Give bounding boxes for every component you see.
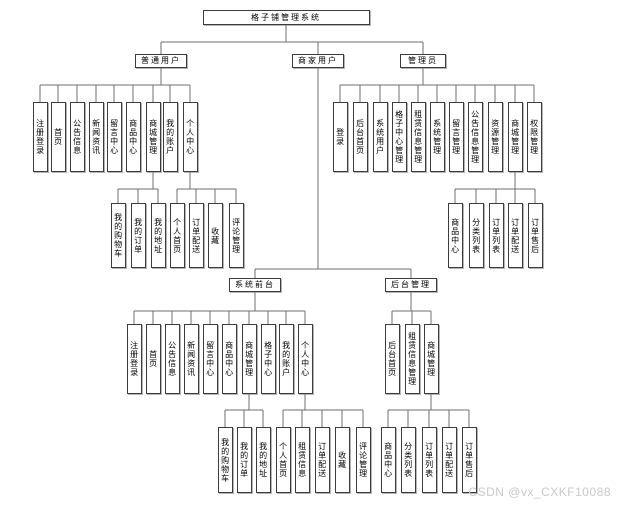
diagram-node-fe-message-center: 留言中心 <box>202 324 218 394</box>
diagram-node-fe-my-account: 我的账户 <box>278 324 294 394</box>
diagram-node-nu-my-cart: 我的购物车 <box>110 203 126 268</box>
diagram-node-fe-product-center: 商品中心 <box>221 324 237 394</box>
diagram-node-be-mall-mgmt: 商城管理 <box>423 324 439 394</box>
diagram-node-be-order-aftersales: 订单售后 <box>461 427 477 493</box>
diagram-node-fe-my-orders: 我的订单 <box>236 427 252 493</box>
diagram-node-fe-register-login: 注册登录 <box>126 324 142 394</box>
diagram-node-fe-rental-info: 租赁信息 <box>294 427 310 493</box>
diagram-node-be-product-center: 商品中心 <box>380 427 396 493</box>
diagram-node-be-order-list: 订单列表 <box>421 427 437 493</box>
diagram-node-admin: 管理员 <box>400 54 446 68</box>
diagram-node-nu-my-account: 我的账户 <box>162 102 178 172</box>
diagram-node-nu-personal-home: 个人首页 <box>169 203 185 268</box>
diagram-node-fe-favorites: 收藏 <box>334 427 350 493</box>
diagram-node-fe-comment-mgmt: 评论管理 <box>355 427 371 493</box>
diagram-node-ad-backend-home: 后台首页 <box>352 102 368 172</box>
diagram-node-ad-system-users: 系统用户 <box>372 102 388 172</box>
diagram-node-nu-order-delivery: 订单配送 <box>188 203 204 268</box>
diagram-node-fe-announcement: 公告信息 <box>164 324 180 394</box>
diagram-node-ad-login: 登录 <box>332 102 348 172</box>
diagram-node-fe-order-delivery: 订单配送 <box>314 427 330 493</box>
diagram-node-fe-mall-mgmt: 商城管理 <box>241 324 257 394</box>
diagram-node-be-order-delivery: 订单配送 <box>441 427 457 493</box>
diagram-node-merchant-user: 商家用户 <box>292 54 344 68</box>
diagram-node-ad-product-center: 商品中心 <box>447 203 463 268</box>
diagram-node-ad-mall-mgmt: 商城管理 <box>507 102 523 172</box>
diagram-node-nu-register-login: 注册登录 <box>32 102 48 172</box>
diagram-node-nu-personal-center: 个人中心 <box>182 102 198 172</box>
diagram-node-normal-user: 普通用户 <box>135 54 187 68</box>
diagram-node-nu-news: 新闻资讯 <box>88 102 104 172</box>
diagram-node-ad-order-delivery: 订单配送 <box>507 203 523 268</box>
diagram-node-be-rental-info-mgmt: 租赁信息管理 <box>404 324 420 394</box>
diagram-node-fe-news: 新闻资讯 <box>183 324 199 394</box>
diagram-node-ad-message-mgmt: 留言管理 <box>448 102 464 172</box>
diagram-node-ad-grid-center-mgmt: 格子中心管理 <box>391 102 407 172</box>
diagram-node-ad-order-list: 订单列表 <box>488 203 504 268</box>
diagram-node-fe-home: 首页 <box>145 324 161 394</box>
diagram-node-nu-message-center: 留言中心 <box>106 102 122 172</box>
diagram-node-ad-resource-mgmt: 资源管理 <box>487 102 503 172</box>
diagram-node-be-backend-home: 后台首页 <box>384 324 400 394</box>
diagram-node-frontend: 系统前台 <box>229 278 281 292</box>
diagram-node-ad-rental-info-mgmt: 租赁信息管理 <box>410 102 426 172</box>
diagram-node-nu-product-center: 商品中心 <box>125 102 141 172</box>
diagram-node-ad-system-mgmt: 系统管理 <box>429 102 445 172</box>
diagram-node-nu-home: 首页 <box>50 102 66 172</box>
diagram-node-fe-grid-center: 格子中心 <box>260 324 276 394</box>
diagram-node-nu-favorites: 收藏 <box>207 203 223 268</box>
diagram-node-fe-my-cart: 我的购物车 <box>217 427 233 493</box>
connector-path <box>39 25 536 427</box>
diagram-node-root: 格子铺管理系统 <box>202 10 370 25</box>
diagram-node-nu-mall-mgmt: 商城管理 <box>145 102 161 172</box>
diagram-node-ad-order-aftersales: 订单售后 <box>527 203 543 268</box>
diagram-node-ad-announcement-mgmt: 公告信息管理 <box>467 102 483 172</box>
diagram-node-ad-permission-mgmt: 权限管理 <box>526 102 542 172</box>
diagram-node-fe-personal-home: 个人首页 <box>275 427 291 493</box>
diagram-node-be-category-list: 分类列表 <box>400 427 416 493</box>
diagram-node-fe-personal-center: 个人中心 <box>297 324 313 394</box>
diagram-node-nu-announcement: 公告信息 <box>69 102 85 172</box>
diagram-node-nu-comment-mgmt: 评论管理 <box>228 203 244 268</box>
diagram-node-nu-my-address: 我的地址 <box>150 203 166 268</box>
csdn-watermark: CSDN @vx_CXKF10088 <box>468 485 611 499</box>
diagram-node-nu-my-orders: 我的订单 <box>130 203 146 268</box>
diagram-node-ad-category-list: 分类列表 <box>468 203 484 268</box>
diagram-node-backend: 后台管理 <box>385 278 437 292</box>
diagram-node-fe-my-address: 我的地址 <box>255 427 271 493</box>
